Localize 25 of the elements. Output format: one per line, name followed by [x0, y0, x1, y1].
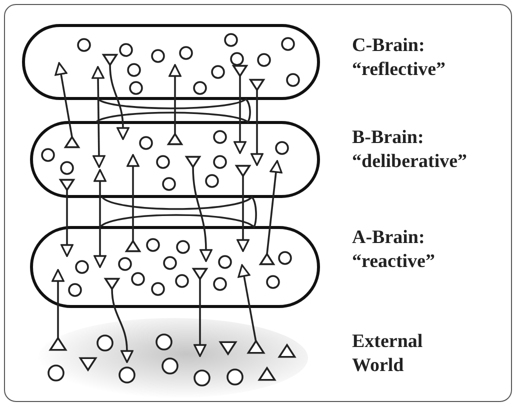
node-label: External World	[352, 330, 424, 378]
arrow	[194, 279, 206, 357]
arrow	[238, 264, 257, 342]
arrow	[234, 76, 246, 154]
arrow	[236, 176, 250, 252]
arrow	[168, 64, 182, 134]
arrow	[250, 90, 264, 166]
arrow	[52, 269, 64, 339]
arrow	[94, 169, 106, 268]
node-label: “reactive”	[352, 250, 435, 274]
node-label: “deliberative”	[352, 150, 468, 174]
connector-line	[96, 98, 251, 123]
arrow	[266, 160, 282, 254]
arrow	[192, 166, 212, 262]
arrow	[126, 154, 140, 241]
connector-line	[100, 196, 257, 228]
arrow	[111, 288, 134, 363]
node-label: A-Brain:	[352, 226, 425, 250]
node-label: B-Brain:	[352, 126, 424, 150]
node-label: C-Brain:	[352, 34, 425, 58]
arrow	[60, 190, 74, 257]
arrow	[109, 64, 130, 140]
arrow	[92, 66, 106, 168]
arrow	[54, 62, 73, 138]
node-label: “reflective”	[352, 58, 446, 82]
